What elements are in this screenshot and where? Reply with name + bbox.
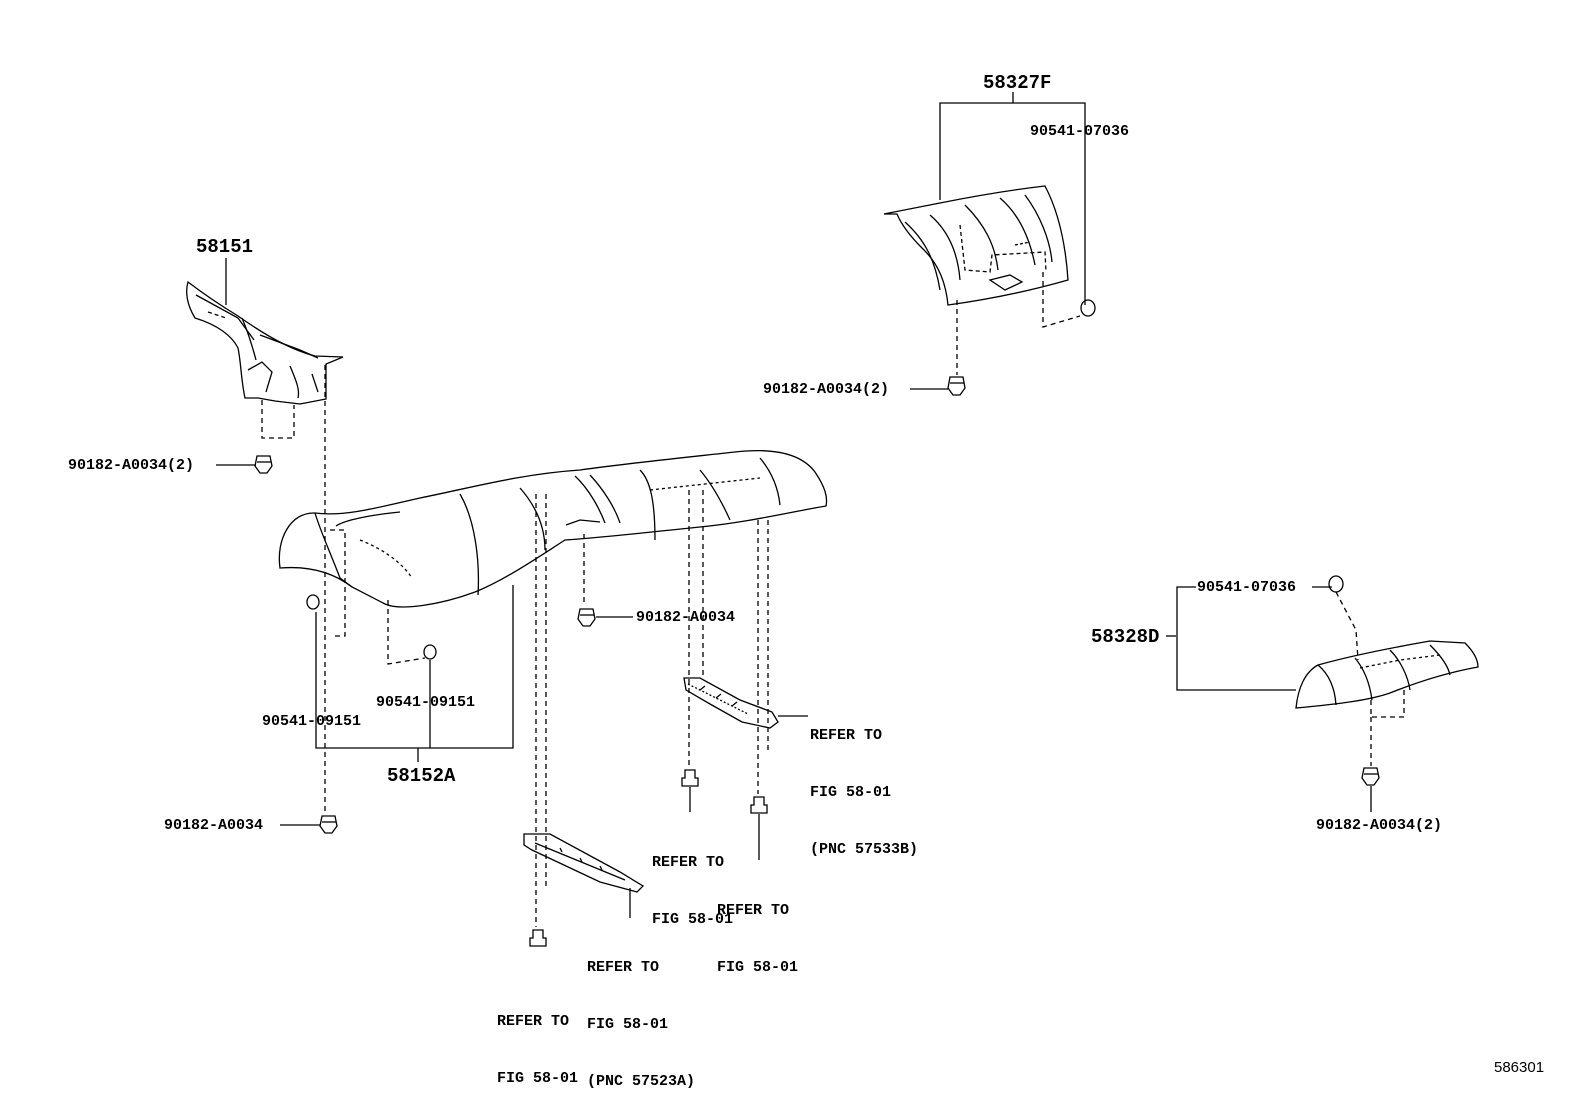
- reference-bolt-mid: REFER TO FIG 58-01: [652, 815, 733, 948]
- cushion-shapes: [306, 299, 1344, 660]
- bracket-57533b-shape: [683, 677, 779, 729]
- reference-bolt-right: REFER TO FIG 58-01: [717, 863, 798, 996]
- reference-line: (PNC 57523A): [587, 1073, 696, 1090]
- reference-bolt-bottom: REFER TO FIG 58-01: [497, 974, 578, 1107]
- bolt-shapes: [529, 769, 768, 947]
- fastener-label-clip-left: 90182-A0034(2): [68, 457, 195, 474]
- reference-line: REFER TO: [810, 727, 883, 744]
- fastener-label-cushion-right: 90541-07036: [1197, 579, 1297, 596]
- reference-line: FIG 58-01: [497, 1070, 579, 1087]
- part-label-58327f: 58327F: [983, 72, 1052, 94]
- fastener-label-cushion-mid: 90541-09151: [376, 694, 476, 711]
- reference-line: REFER TO: [652, 854, 725, 871]
- fastener-label-clip-center: 90182-A0034: [636, 609, 736, 626]
- insulator-58151-shape: [186, 280, 344, 405]
- insulator-58327f-shape: [883, 185, 1069, 306]
- part-label-58328d: 58328D: [1091, 626, 1160, 648]
- leader-lines: [216, 92, 1372, 918]
- reference-line: FIG 58-01: [652, 911, 734, 928]
- reference-line: FIG 58-01: [717, 959, 799, 976]
- reference-line: REFER TO: [587, 959, 660, 976]
- reference-57523a: REFER TO FIG 58-01 (PNC 57523A): [587, 920, 695, 1110]
- fastener-label-clip-right: 90182-A0034(2): [1316, 817, 1443, 834]
- bracket-57523a-shape: [523, 833, 645, 893]
- reference-line: FIG 58-01: [587, 1016, 669, 1033]
- assembly-dashes: [261, 272, 1405, 927]
- fastener-label-clip-bottom-left: 90182-A0034: [164, 817, 264, 834]
- reference-57533b: REFER TO FIG 58-01 (PNC 57533B): [810, 688, 918, 878]
- reference-line: REFER TO: [497, 1013, 570, 1030]
- part-label-58152a: 58152A: [387, 765, 456, 787]
- part-label-58151: 58151: [196, 236, 254, 258]
- clip-shapes: [254, 376, 1380, 834]
- fastener-label-cushion-left: 90541-09151: [262, 713, 362, 730]
- reference-line: REFER TO: [717, 902, 790, 919]
- insulator-58152a-shape: [278, 449, 828, 608]
- figure-number: 586301: [1494, 1059, 1545, 1076]
- fastener-label-cushion-top-right: 90541-07036: [1030, 123, 1130, 140]
- reference-line: (PNC 57533B): [810, 841, 919, 858]
- insulator-58328d-shape: [1295, 640, 1479, 709]
- fastener-label-clip-top: 90182-A0034(2): [763, 381, 890, 398]
- reference-line: FIG 58-01: [810, 784, 892, 801]
